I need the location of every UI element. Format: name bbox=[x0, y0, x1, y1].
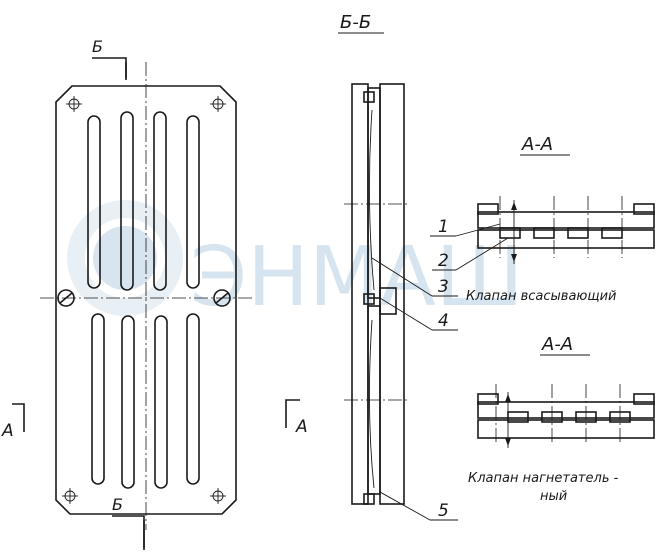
cut-mark-top-label: Б bbox=[92, 37, 103, 56]
callout-5: 5 bbox=[438, 501, 449, 521]
view-mark-left-label: А bbox=[1, 421, 14, 441]
section-aa-suction: А-А Клапан всасывающий bbox=[466, 134, 655, 304]
view-mark-right-line bbox=[285, 399, 300, 428]
section-aa-suction-caption: Клапан всасывающий bbox=[466, 289, 617, 304]
center-screws bbox=[57, 289, 231, 307]
section-bb-title: Б-Б bbox=[340, 12, 371, 33]
section-bb: Б-Б bbox=[338, 12, 410, 505]
cut-mark-bottom-line bbox=[112, 515, 145, 548]
callout-2: 2 bbox=[438, 251, 449, 271]
valve-plate-front-view: Б Б А А bbox=[1, 37, 308, 550]
view-mark-left-line bbox=[12, 403, 25, 432]
leaders-bb bbox=[371, 257, 458, 521]
view-mark-right-label: А bbox=[295, 417, 308, 437]
cut-mark-bottom-label: Б bbox=[112, 495, 123, 514]
callout-1: 1 bbox=[438, 217, 449, 237]
section-aa-discharge-caption-line1: Клапан нагнетатель - bbox=[468, 471, 619, 486]
cut-mark-top-line bbox=[92, 57, 127, 78]
section-aa-suction-title: А-А bbox=[521, 134, 553, 155]
section-aa-discharge-caption-line2: ный bbox=[540, 489, 567, 504]
watermark-text: ЭНМАШ bbox=[190, 230, 523, 325]
corner-holes bbox=[62, 96, 226, 504]
section-bb-screw bbox=[379, 287, 397, 315]
section-aa-discharge-title: А-А bbox=[541, 334, 573, 355]
callout-4: 4 bbox=[438, 311, 449, 331]
callout-3: 3 bbox=[438, 277, 449, 297]
watermark-fan-icon bbox=[93, 226, 157, 290]
upper-slots bbox=[87, 111, 200, 291]
section-aa-discharge: А-А Клапан нагнетатель - ный bbox=[468, 334, 655, 504]
plate-outline bbox=[55, 85, 237, 515]
lower-slots bbox=[91, 313, 200, 489]
